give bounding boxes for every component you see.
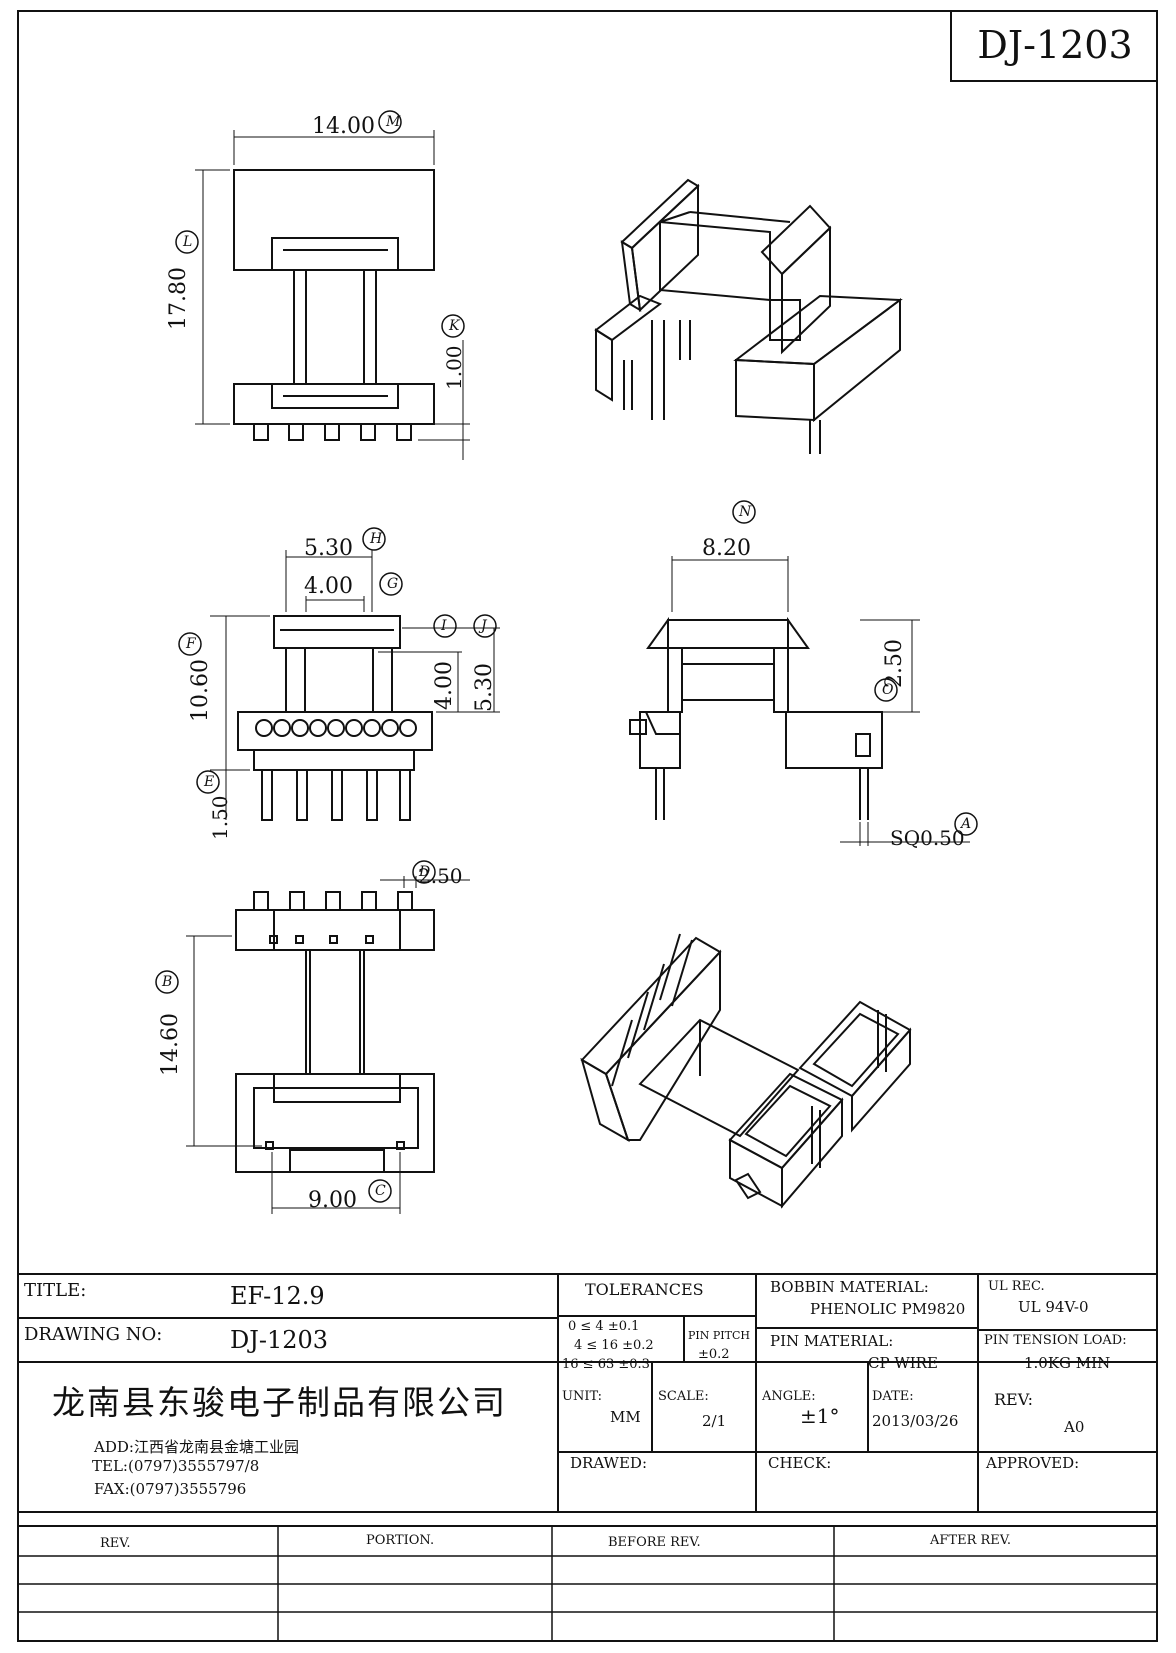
dim-width-m: 14.00 [312, 114, 375, 139]
dim-height-j: 5.30 [472, 663, 497, 712]
rev-value: A0 [1064, 1418, 1085, 1436]
ul-rec-value: UL 94V-0 [1018, 1298, 1089, 1316]
dim-height-f: 10.60 [188, 659, 213, 722]
drawing-sheet [17, 10, 1158, 1642]
isometric-view-bottom [580, 933, 912, 1209]
callout-f: F [186, 636, 196, 652]
dim-pitch-d: 2.50 [418, 864, 463, 888]
angle-label: ANGLE: [762, 1389, 816, 1404]
dim-pin-e: 1.50 [208, 795, 232, 840]
callout-o: O [882, 682, 894, 698]
callout-k: K [449, 318, 460, 334]
tol-row-1: 0 ≤ 4 ±0.1 [568, 1319, 640, 1334]
dim-height-o: 2.50 [882, 639, 907, 688]
title-block-grid [17, 1273, 1158, 1640]
bobbin-material-label: BOBBIN MATERIAL: [770, 1278, 929, 1296]
scale-value: 2/1 [702, 1412, 727, 1430]
pin-material-value: CP WIRE [868, 1354, 938, 1372]
callout-d: D [419, 864, 431, 880]
rev-label: REV: [994, 1390, 1034, 1409]
company-address: ADD:江西省龙南县金塘工业园 [94, 1438, 299, 1456]
callout-c: C [375, 1183, 386, 1199]
unit-label: UNIT: [562, 1389, 603, 1404]
after-rev-col-header: AFTER REV. [930, 1533, 1012, 1548]
drawing-number-box: DJ-1203 [950, 10, 1158, 82]
pin-material-label: PIN MATERIAL: [770, 1332, 894, 1350]
callout-e: E [204, 774, 215, 790]
pin-pitch-value: ±0.2 [698, 1347, 730, 1362]
pin-pitch-label: PIN PITCH [688, 1329, 750, 1342]
dim-height-i: 4.00 [432, 661, 457, 710]
dim-height-l: 17.80 [166, 267, 191, 330]
portion-col-header: PORTION. [366, 1533, 435, 1548]
callout-b: B [162, 974, 173, 990]
callout-h: H [370, 531, 383, 547]
title-label: TITLE: [24, 1280, 87, 1301]
scale-label: SCALE: [658, 1389, 709, 1404]
dim-width-g: 4.00 [304, 574, 353, 599]
dim-width-n: 8.20 [702, 536, 751, 561]
unit-value: MM [610, 1408, 641, 1426]
callout-g: G [387, 576, 399, 592]
side-view [629, 500, 978, 846]
company-name: 龙南县东骏电子制品有限公司 [52, 1383, 507, 1422]
company-tel: TEL:(0797)3555797/8 [92, 1457, 260, 1475]
bottom-view [155, 860, 470, 1214]
date-value: 2013/03/26 [872, 1412, 959, 1430]
title-value: EF-12.9 [230, 1282, 325, 1310]
callout-j: J [481, 618, 487, 634]
tol-row-3: 16 ≤ 63 ±0.3 [562, 1357, 650, 1372]
pin-tension-label: PIN TENSION LOAD: [984, 1333, 1127, 1348]
dim-span-b: 14.60 [158, 1013, 183, 1076]
isometric-view-top [594, 178, 903, 454]
callout-i: I [441, 618, 447, 634]
date-label: DATE: [872, 1389, 914, 1404]
callout-n: N [739, 504, 752, 520]
angle-value: ±1° [800, 1404, 840, 1428]
callout-a: A [961, 816, 972, 832]
top-view [175, 110, 470, 460]
ul-rec-label: UL REC. [988, 1279, 1045, 1294]
drawing-no-value: DJ-1203 [230, 1326, 329, 1354]
drawing-no-label: DRAWING NO: [24, 1324, 163, 1345]
tol-row-2: 4 ≤ 16 ±0.2 [574, 1338, 654, 1353]
dim-width-h: 5.30 [304, 536, 353, 561]
drawing-number: DJ-1203 [977, 23, 1133, 67]
check-label: CHECK: [768, 1454, 832, 1472]
tolerances-label: TOLERANCES [585, 1280, 704, 1299]
company-fax: FAX:(0797)3555796 [94, 1480, 247, 1498]
callout-m: M [386, 114, 401, 130]
dim-span-c: 9.00 [308, 1188, 357, 1213]
pin-tension-value: 1.0KG MIN [1024, 1354, 1111, 1372]
callout-l: L [183, 234, 193, 250]
drawed-label: DRAWED: [570, 1454, 647, 1472]
dim-pin-sq-a: SQ0.50 [890, 826, 965, 850]
approved-label: APPROVED: [986, 1454, 1080, 1472]
front-view [178, 527, 500, 821]
bobbin-material-value: PHENOLIC PM9820 [810, 1300, 966, 1318]
before-rev-col-header: BEFORE REV. [608, 1535, 701, 1550]
rev-col-header: REV. [100, 1536, 131, 1551]
dim-pin-height-k: 1.00 [442, 345, 466, 390]
